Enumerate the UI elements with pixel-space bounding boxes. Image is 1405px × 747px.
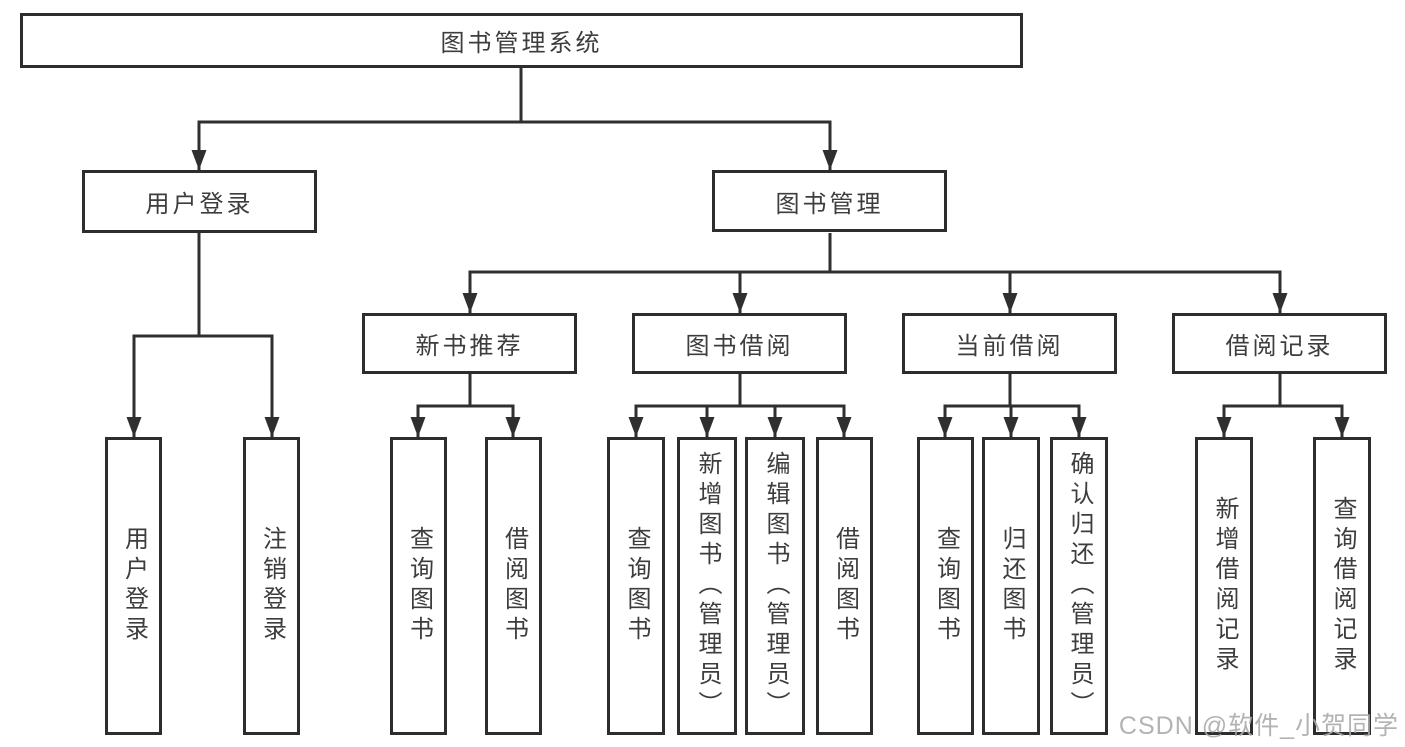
connector-paths <box>132 68 1344 437</box>
connector-user-login-to-leaves <box>132 233 274 437</box>
arrowhead <box>732 293 748 313</box>
leaf-confirm-return-admin: 确认归还（管理员） <box>1050 437 1108 735</box>
arrowhead <box>937 417 953 437</box>
arrowhead <box>1003 417 1019 437</box>
arrowhead <box>1002 293 1018 313</box>
arrowhead <box>767 417 783 437</box>
arrowhead <box>264 417 280 437</box>
leaf-query-borrow-record: 查询借阅记录 <box>1313 437 1371 735</box>
leaf-edit-book-admin: 编辑图书（管理员） <box>745 437 805 735</box>
node-book-borrow: 图书借阅 <box>632 313 847 374</box>
node-root-library-system: 图书管理系统 <box>20 13 1023 68</box>
arrowhead <box>1216 417 1232 437</box>
arrowhead <box>699 417 715 437</box>
leaf-logout: 注销登录 <box>243 437 300 735</box>
arrowhead <box>191 150 207 170</box>
leaf-query-books-current: 查询图书 <box>917 437 974 735</box>
arrowheads <box>126 150 1350 437</box>
arrowhead <box>1071 417 1087 437</box>
arrowhead <box>822 150 838 170</box>
leaf-borrow-books: 借阅图书 <box>816 437 873 735</box>
node-borrow-records: 借阅记录 <box>1172 313 1387 374</box>
connector-root-to-level2 <box>197 68 832 170</box>
connector-book-management-to-level3 <box>468 233 1282 313</box>
leaf-add-book-admin: 新增图书（管理员） <box>677 437 737 735</box>
connector-book-borrow-to-leaves <box>634 374 846 437</box>
leaf-query-books-borrow: 查询图书 <box>607 437 665 735</box>
leaf-user-login: 用户登录 <box>105 437 162 735</box>
leaf-add-borrow-record: 新增借阅记录 <box>1195 437 1253 735</box>
leaf-borrow-books-recommend: 借阅图书 <box>485 437 542 735</box>
leaf-return-books: 归还图书 <box>982 437 1040 735</box>
arrowhead <box>410 417 426 437</box>
connector-new-book-to-leaves <box>416 374 515 437</box>
arrowhead <box>628 417 644 437</box>
node-new-book-recommend: 新书推荐 <box>362 313 577 374</box>
csdn-watermark: CSDN @软件_小贺同学 <box>1118 712 1399 740</box>
leaf-query-books-recommend: 查询图书 <box>390 437 447 735</box>
arrowhead <box>462 293 478 313</box>
node-current-borrow: 当前借阅 <box>902 313 1117 374</box>
arrowhead <box>1334 417 1350 437</box>
arrowhead <box>126 417 142 437</box>
arrowhead <box>836 417 852 437</box>
connector-borrow-records-to-leaves <box>1222 374 1344 437</box>
arrowhead <box>505 417 521 437</box>
node-book-management: 图书管理 <box>712 170 947 232</box>
node-user-login: 用户登录 <box>82 170 317 233</box>
arrowhead <box>1272 293 1288 313</box>
